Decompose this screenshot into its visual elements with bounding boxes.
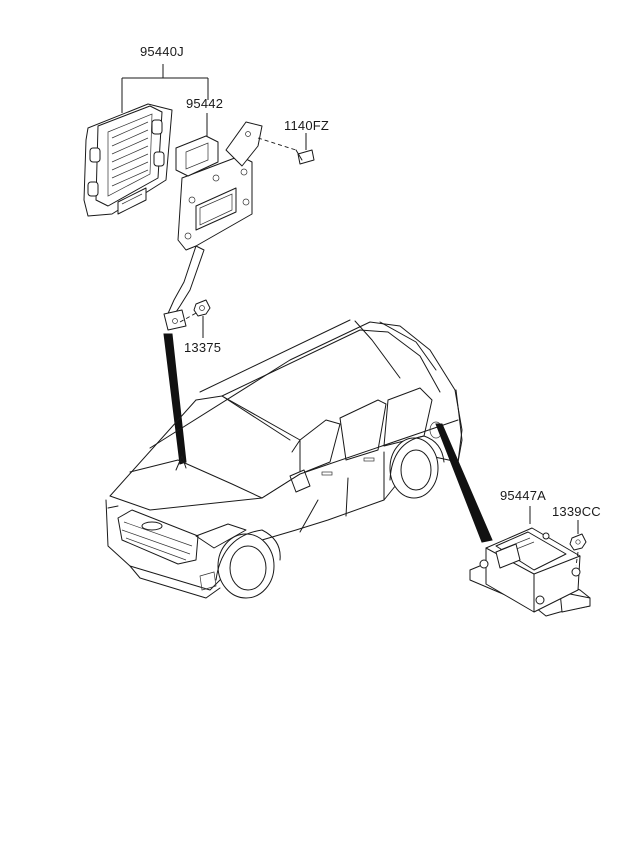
connection-arrow-module	[435, 423, 493, 543]
nut-1339cc	[569, 520, 587, 567]
ecu-bracket	[163, 121, 263, 331]
label-95442: 95442	[186, 96, 224, 111]
nut-13375	[179, 299, 211, 338]
label-95440j: 95440J	[140, 44, 184, 59]
ecu-unit	[83, 103, 173, 217]
connection-arrow-ecu	[163, 333, 187, 465]
vehicle-outline	[105, 319, 463, 599]
bolt-1140fz	[257, 133, 315, 165]
label-13375: 13375	[184, 340, 222, 355]
label-1339cc: 1339CC	[552, 504, 601, 519]
leader-95440j	[121, 64, 209, 113]
label-1140fz: 1140FZ	[284, 118, 330, 133]
airbag-control-module	[469, 527, 591, 617]
label-95447a: 95447A	[500, 488, 547, 503]
